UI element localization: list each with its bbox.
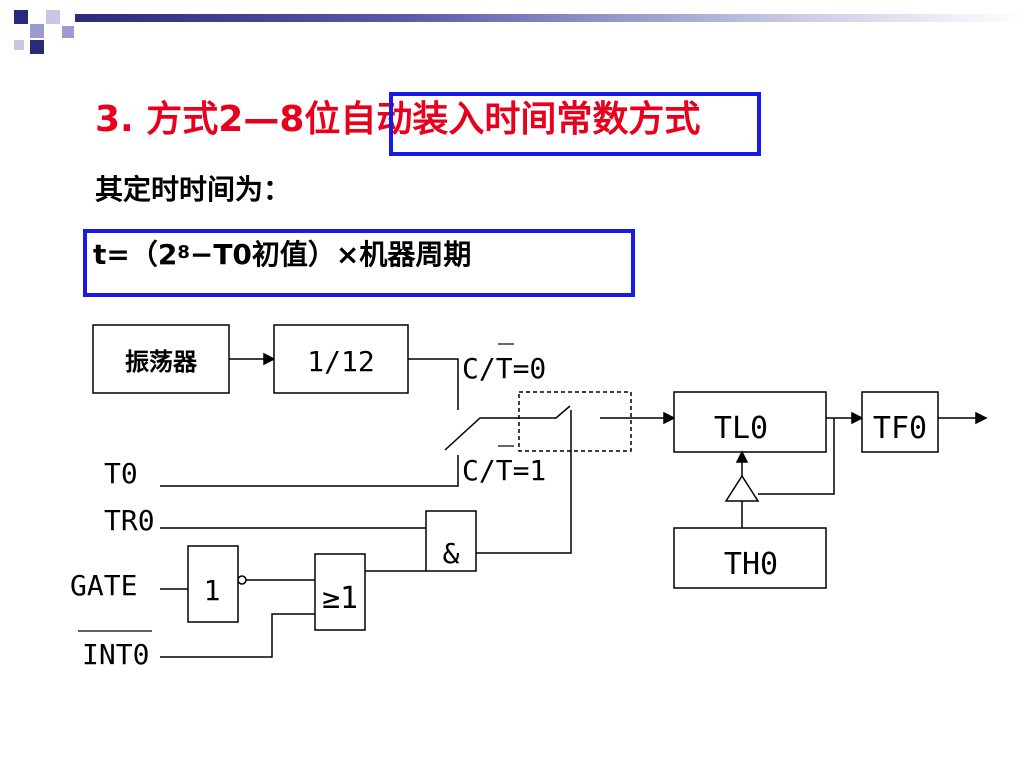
int0-label: INT0 — [82, 638, 149, 671]
formula-prefix: t=（2 — [93, 238, 178, 271]
decoration-square — [30, 40, 44, 54]
arrow-head — [851, 411, 864, 425]
wire-overflow-reload — [758, 418, 835, 495]
wire-int0 — [160, 613, 315, 658]
tf0-box — [861, 391, 939, 453]
arrow-head — [663, 411, 676, 425]
decoration-square — [30, 24, 44, 38]
and-gate — [425, 510, 477, 572]
wire-and-control — [476, 410, 572, 554]
ct0-label: C/T=0 — [462, 352, 546, 385]
decoration-square — [14, 40, 24, 50]
or-gate — [314, 553, 366, 631]
t0-label: T0 — [104, 457, 138, 490]
decoration-square — [62, 26, 74, 38]
oscillator-label: 振荡器 — [125, 348, 198, 376]
arrow-head — [735, 450, 749, 463]
title-highlight-box — [389, 92, 761, 156]
subtitle: 其定时时间为： — [95, 173, 292, 206]
not-label: 1 — [204, 574, 221, 607]
switch-blade — [444, 405, 571, 451]
tf0-label: TF0 — [873, 411, 927, 446]
th0-box — [673, 527, 827, 589]
formula-exponent: 8 — [177, 242, 190, 263]
formula-highlight-box — [83, 229, 635, 297]
or-label: ≥1 — [322, 581, 358, 616]
ct1-label: C/T=1 — [462, 454, 546, 487]
tl0-box — [673, 391, 827, 453]
arrow-head — [975, 411, 988, 425]
formula: t=（28−T0初值）×机器周期 — [93, 235, 471, 275]
arrow-head — [263, 352, 276, 366]
decoration-square — [46, 10, 60, 24]
title-text-pre: 方式2—8位 — [146, 99, 341, 140]
tr0-label: TR0 — [104, 504, 155, 537]
title-text-post: 方式 — [628, 99, 701, 140]
divider-label: 1/12 — [307, 345, 374, 378]
title-number: 3. — [95, 99, 134, 140]
wire-t0 — [160, 455, 459, 487]
not-gate — [187, 545, 239, 623]
slide-title: 3. 方式2—8位自动装入时间常数方式 — [95, 96, 700, 144]
formula-suffix: −T0初值）×机器周期 — [189, 238, 472, 271]
reload-buffer — [724, 474, 760, 502]
and-label: & — [443, 537, 460, 570]
th0-label: TH0 — [724, 547, 778, 582]
not-bubble — [237, 575, 247, 585]
divider-box — [273, 324, 409, 394]
decoration-square — [14, 10, 28, 24]
control-switch-box — [518, 391, 632, 452]
gate-label: GATE — [70, 569, 137, 602]
title-text-boxed: 自动装入时间常数 — [340, 99, 629, 140]
wire-divider-ct0 — [408, 358, 459, 410]
header-decoration-bar — [75, 14, 1024, 22]
tl0-label: TL0 — [714, 411, 768, 446]
